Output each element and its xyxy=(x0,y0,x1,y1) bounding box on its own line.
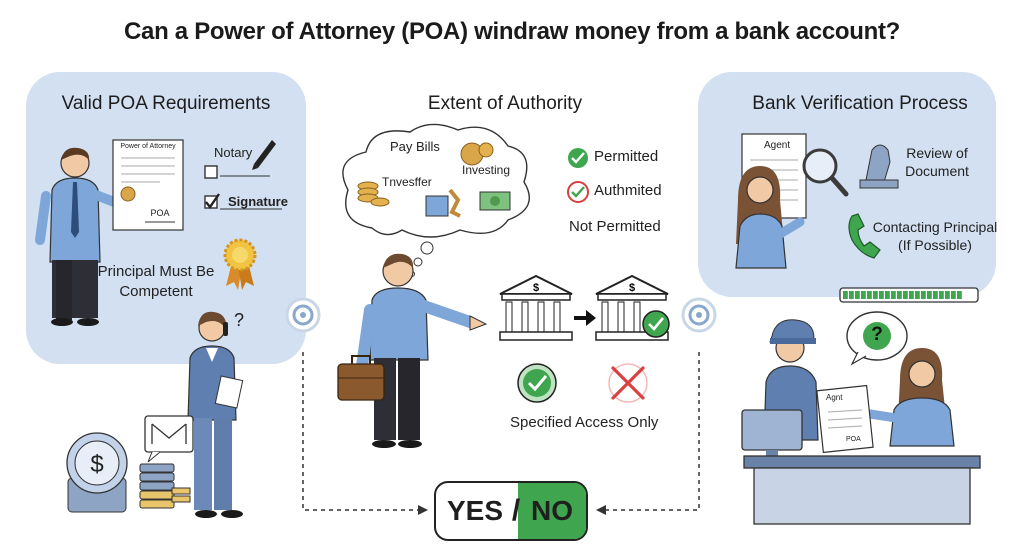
phone-icon xyxy=(848,213,881,259)
ribbon-seal-icon xyxy=(223,238,257,290)
magnifier-icon xyxy=(802,148,849,197)
legend-permitted: Permitted xyxy=(594,148,659,165)
progress-segment xyxy=(867,291,872,299)
bank-dollar-sign: $ xyxy=(533,282,539,294)
progress-segment xyxy=(891,291,896,299)
legend-authmited: Authmited xyxy=(594,182,662,199)
signature-checkbox xyxy=(204,193,282,210)
verification-heading: Bank Verification Process xyxy=(752,93,968,114)
signature-label: Signature xyxy=(228,194,288,209)
poa-document xyxy=(112,139,184,231)
page-title: Can a Power of Attorney (POA) windraw mo… xyxy=(123,18,901,45)
notary-checkbox xyxy=(204,165,270,179)
right-arrowhead xyxy=(596,505,606,515)
cloud-transfer: Tnvesffer xyxy=(382,175,432,189)
phone-question-mark: ? xyxy=(234,310,245,330)
man-presenting-poa-figure xyxy=(35,147,127,326)
counter-doc-label: POA xyxy=(846,436,861,443)
progress-segment xyxy=(873,291,878,299)
progress-segment xyxy=(921,291,926,299)
bank-building-icon xyxy=(499,274,573,341)
woman-on-phone-figure xyxy=(187,311,244,518)
principal-competent-text: Principal Must Be Competent xyxy=(86,262,226,302)
principal-line-1: Principal Must Be xyxy=(97,263,215,280)
man-with-briefcase-figure xyxy=(356,253,488,448)
counter-document xyxy=(816,384,874,454)
review-stamp-icon xyxy=(859,144,899,189)
progress-segment xyxy=(915,291,920,299)
verification-progress-bar xyxy=(839,287,979,303)
notary-label: Notary xyxy=(214,145,253,160)
legend-not-permitted: Not Permitted xyxy=(569,218,661,235)
progress-segment xyxy=(909,291,914,299)
specified-access-label: Specified Access Only xyxy=(510,414,659,431)
left-target-icon xyxy=(285,297,321,333)
progress-segment xyxy=(927,291,932,299)
review-document-text: Review of Document xyxy=(892,144,982,180)
bank-counter xyxy=(743,455,981,525)
pen-icon xyxy=(252,140,276,170)
no-label: NO xyxy=(518,483,586,539)
document-title: Power of Attorney xyxy=(120,143,176,150)
progress-segment xyxy=(951,291,956,299)
question-bubble-icon xyxy=(846,311,908,366)
progress-segment xyxy=(843,291,848,299)
transfer-box-icon xyxy=(425,188,461,218)
review-line-2: Document xyxy=(905,163,969,179)
progress-segment xyxy=(945,291,950,299)
permitted-check-icon xyxy=(568,148,588,168)
safe-dollar-sign: $ xyxy=(90,451,103,478)
banknote-icon xyxy=(479,191,511,211)
progress-segment xyxy=(879,291,884,299)
counter-doc-title: Agnt xyxy=(826,393,843,402)
left-flow-arrow xyxy=(302,352,418,511)
bank-dollar-sign-2: $ xyxy=(629,282,635,294)
document-poa-label: POA xyxy=(150,208,170,218)
dollar-safe-icon xyxy=(66,432,128,513)
progress-segment xyxy=(849,291,854,299)
progress-segment xyxy=(957,291,962,299)
progress-segment xyxy=(933,291,938,299)
principal-line-2: Competent xyxy=(119,283,193,300)
progress-segment xyxy=(897,291,902,299)
right-flow-arrow xyxy=(606,352,700,511)
verified-bank-icon xyxy=(595,274,670,341)
review-line-1: Review of xyxy=(906,145,968,161)
progress-segment xyxy=(861,291,866,299)
authority-heading: Extent of Authority xyxy=(427,93,583,114)
progress-segment xyxy=(939,291,944,299)
agent-label: Agent xyxy=(764,140,791,151)
contacting-principal-text: Contacting Principal (If Possible) xyxy=(872,218,998,254)
envelope-bubble-icon xyxy=(144,415,194,463)
right-target-icon xyxy=(681,297,717,333)
contact-line-2: (If Possible) xyxy=(898,237,972,253)
bubble-question-mark: ? xyxy=(871,324,883,345)
yes-no-answer: YES / NO xyxy=(434,481,588,541)
customer-woman-figure xyxy=(865,348,955,447)
progress-segment xyxy=(903,291,908,299)
progress-segment xyxy=(885,291,890,299)
authmited-check-icon xyxy=(567,181,589,203)
agent-woman-figure xyxy=(735,166,805,269)
cloud-pay-bills: Pay Bills xyxy=(390,139,440,154)
gold-coin-icon xyxy=(460,142,494,166)
cash-stack-icon xyxy=(139,463,191,509)
cloud-investing: Investing xyxy=(462,163,511,177)
answer-slash: / xyxy=(511,494,521,527)
transfer-arrow-icon xyxy=(574,310,596,326)
briefcase-icon xyxy=(337,355,385,401)
allowed-check-icon xyxy=(517,363,557,403)
computer-monitor-icon xyxy=(741,409,803,458)
requirements-heading: Valid POA Requirements xyxy=(61,93,271,114)
coins-icon xyxy=(357,181,390,207)
contact-line-1: Contacting Principal xyxy=(872,219,998,235)
denied-cross-icon xyxy=(608,363,648,403)
progress-segment xyxy=(855,291,860,299)
left-arrowhead xyxy=(418,505,428,515)
yes-label: YES xyxy=(446,495,504,526)
